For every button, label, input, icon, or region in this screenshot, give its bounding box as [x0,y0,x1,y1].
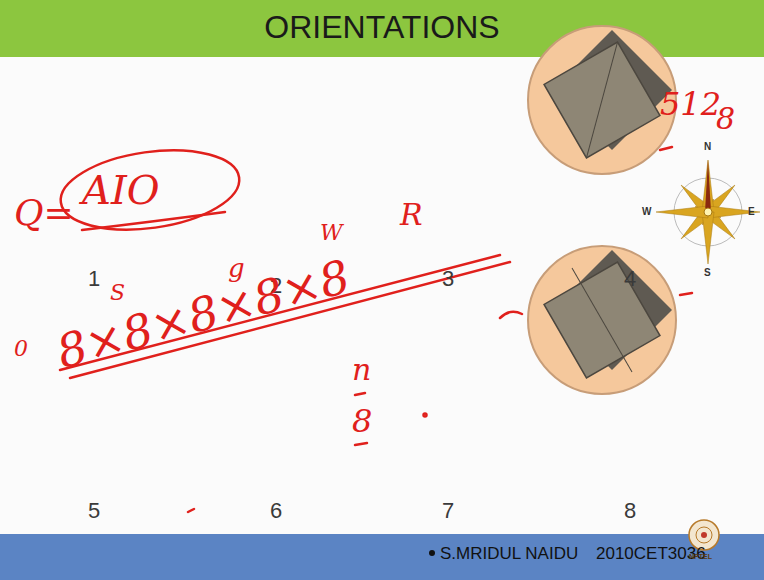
footer-band [0,534,764,580]
panel-number: 5 [88,500,100,522]
handwritten-note: 8 [716,104,735,134]
panel-number: 4 [624,268,636,290]
panel-number: 8 [624,500,636,522]
orientation-figure [528,26,676,174]
compass-rose [656,160,760,264]
handwritten-note: R [400,200,423,230]
handwritten-note: 512 [660,88,721,120]
panel-number: 3 [442,268,454,290]
compass-letter: E [748,207,755,217]
panel-number: 6 [270,500,282,522]
panel-number: 7 [442,500,454,522]
handwritten-note: W [320,222,343,244]
handwritten-note: Q= [14,195,74,231]
compass-letter: N [704,142,711,152]
handwritten-note: g [228,255,245,281]
handwritten-note: AIO [82,170,159,210]
handwritten-note: 0 [14,338,28,360]
compass-letter: S [704,268,711,278]
handwritten-note: n [352,355,371,385]
panel-number: 1 [88,268,100,290]
bullet [429,550,435,556]
slide-title: ORIENTATIONS [0,10,764,45]
handwritten-note: S [110,282,125,304]
handwritten-note: 8 [352,405,372,437]
logo-text: NPTEL [689,553,712,560]
orientation-figure [528,246,676,394]
compass-letter: W [642,207,651,217]
author-name: S.MRIDUL NAIDU [440,545,578,562]
